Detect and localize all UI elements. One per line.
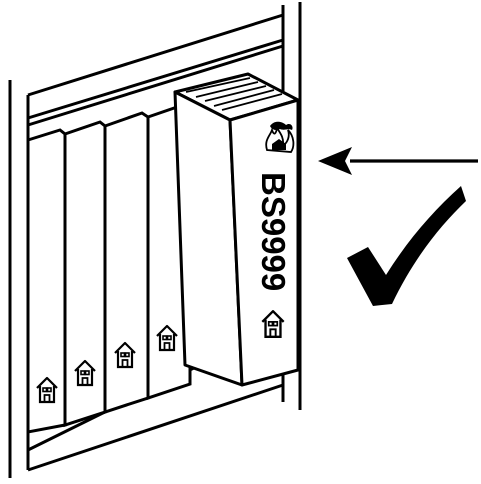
- arrow-left-icon: [318, 147, 478, 175]
- book-label: BS9999: [255, 172, 292, 291]
- flame-emblem-icon: [266, 122, 293, 152]
- checkmark-icon: [347, 186, 466, 306]
